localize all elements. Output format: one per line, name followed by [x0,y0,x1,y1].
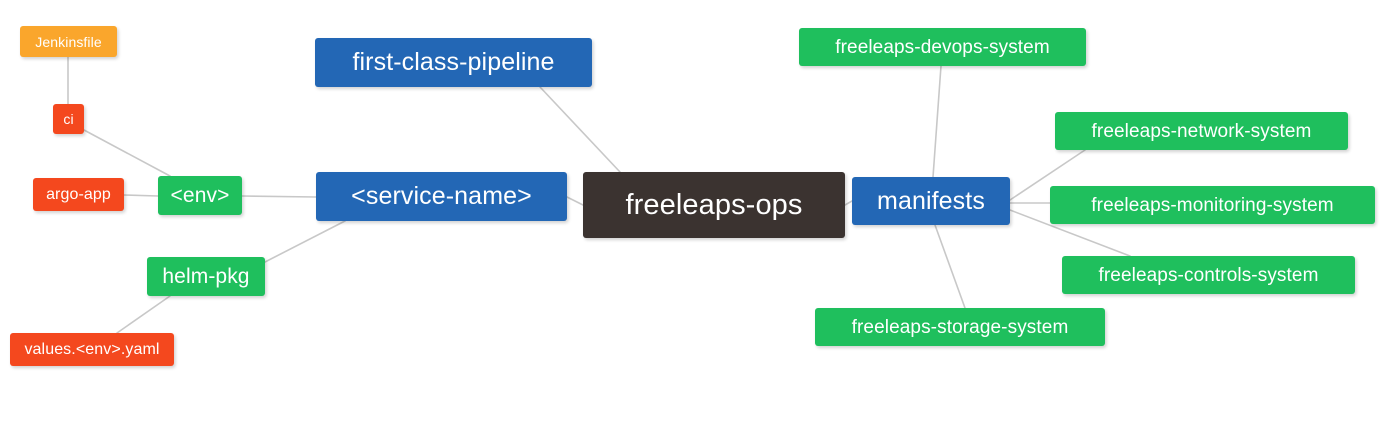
node-freeleaps-monitoring-system[interactable]: freeleaps-monitoring-system [1050,186,1375,224]
edge-service-name-to-helm-pkg [264,220,346,263]
edge-freeleaps-ops-to-service-name [566,196,584,206]
node-env[interactable]: <env> [158,176,242,215]
edge-freeleaps-ops-to-first-class-pipeline [539,86,621,173]
node-label: values.<env>.yaml [24,340,160,358]
node-first-class-pipeline[interactable]: first-class-pipeline [315,38,592,87]
node-label: freeleaps-devops-system [835,36,1050,58]
edge-manifests-to-freeleaps-devops-system [932,65,942,178]
node-freeleaps-devops-system[interactable]: freeleaps-devops-system [799,28,1086,66]
node-argo-app[interactable]: argo-app [33,178,124,211]
node-values-env-yaml[interactable]: values.<env>.yaml [10,333,174,366]
node-service-name[interactable]: <service-name> [316,172,567,221]
node-helm-pkg[interactable]: helm-pkg [147,257,265,296]
node-label: freeleaps-ops [625,188,803,221]
node-label: freeleaps-controls-system [1098,264,1319,286]
node-freeleaps-controls-system[interactable]: freeleaps-controls-system [1062,256,1355,294]
node-label: <service-name> [351,182,532,210]
node-label: <env> [170,184,230,207]
node-label: Jenkinsfile [35,33,102,50]
node-freeleaps-network-system[interactable]: freeleaps-network-system [1055,112,1348,150]
node-label: manifests [877,186,985,215]
node-manifests[interactable]: manifests [852,177,1010,225]
node-label: ci [63,111,74,127]
node-label: argo-app [46,185,111,203]
node-label: freeleaps-network-system [1091,120,1312,142]
node-label: freeleaps-storage-system [851,316,1069,338]
edge-service-name-to-env [241,195,317,198]
edge-env-to-argo-app [123,194,159,197]
edge-helm-pkg-to-values-env-yaml [116,295,171,334]
edge-manifests-to-freeleaps-storage-system [934,224,966,309]
node-label: first-class-pipeline [352,48,555,76]
node-label: freeleaps-monitoring-system [1091,194,1334,216]
node-freeleaps-ops[interactable]: freeleaps-ops [583,172,845,238]
node-jenkinsfile[interactable]: Jenkinsfile [20,26,117,57]
node-freeleaps-storage-system[interactable]: freeleaps-storage-system [815,308,1105,346]
node-label: helm-pkg [162,265,250,288]
edge-env-to-ci [83,129,171,177]
node-ci[interactable]: ci [53,104,84,134]
edge-freeleaps-ops-to-manifests [844,200,853,206]
